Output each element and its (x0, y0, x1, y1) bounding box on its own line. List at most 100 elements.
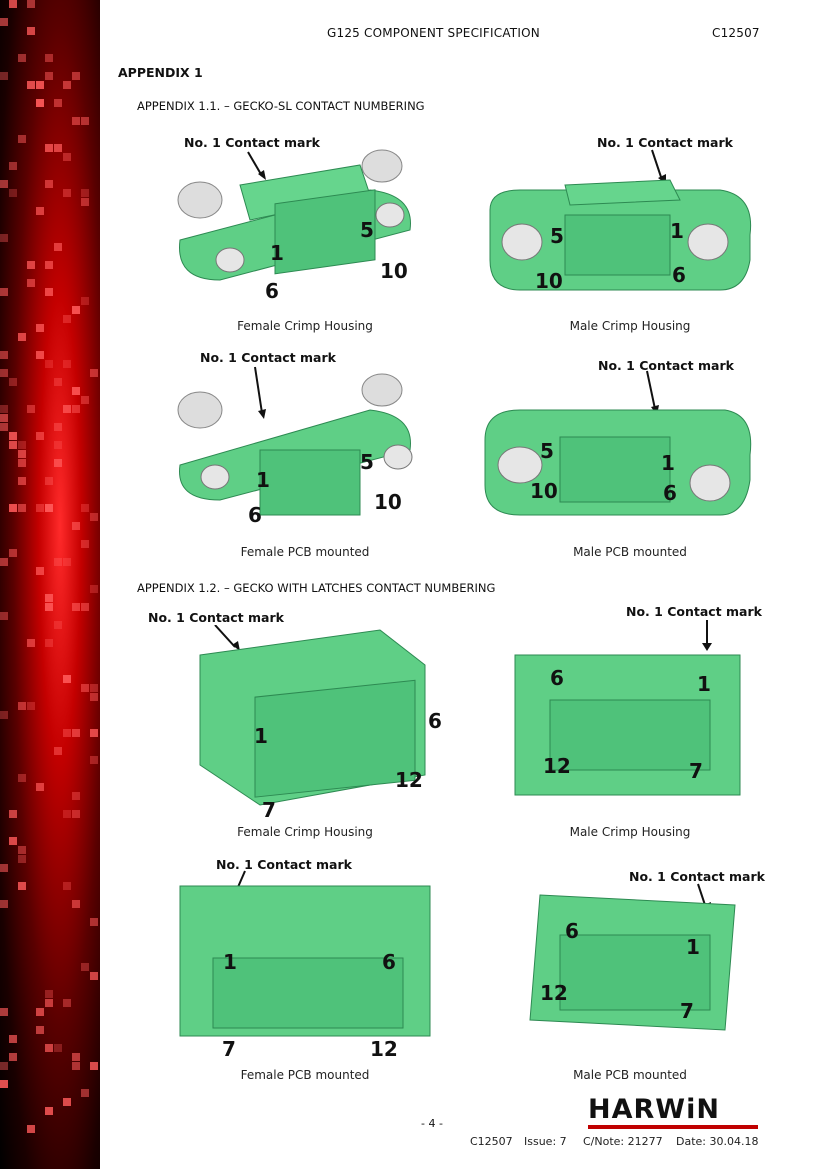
decorative-pixel (0, 711, 8, 719)
decorative-pixel (18, 855, 26, 863)
decorative-pixel (81, 189, 89, 197)
decorative-pixel (54, 144, 62, 152)
decorative-pixel (54, 99, 62, 107)
pin-label: 6 (248, 503, 262, 527)
decorative-pixel (72, 117, 80, 125)
decorative-pixel (9, 837, 17, 845)
pin-label: 1 (270, 241, 284, 265)
decorative-pixel (0, 405, 8, 413)
decorative-pixel (0, 18, 8, 26)
decorative-pixel (63, 153, 71, 161)
decorative-pixel (18, 702, 26, 710)
decorative-pixel (27, 0, 35, 8)
decorative-pixel (81, 117, 89, 125)
decorative-pixel (90, 684, 98, 692)
decorative-pixel (72, 306, 80, 314)
pin-label: 10 (380, 259, 408, 283)
pin-label: 7 (222, 1037, 236, 1061)
decorative-pixel (0, 1008, 8, 1016)
pin-label: 6 (428, 709, 442, 733)
pin-label: 1 (254, 724, 268, 748)
pin-label: 6 (565, 919, 579, 943)
female-pcb-mounted-latch-figure: 1 6 7 12 (175, 868, 440, 1063)
decorative-pixel (9, 0, 17, 8)
pin-label: 7 (262, 798, 276, 822)
decorative-pixel (90, 1062, 98, 1070)
pin-label: 7 (689, 759, 703, 783)
female-crimp-housing-figure: 1 5 6 10 (160, 140, 420, 310)
decorative-pixel (0, 351, 8, 359)
decorative-pixel (36, 504, 44, 512)
decorative-pixel (0, 1062, 8, 1070)
decorative-side-stripe (0, 0, 100, 1169)
decorative-pixel (45, 54, 53, 62)
decorative-pixel (63, 675, 71, 683)
decorative-pixel (81, 684, 89, 692)
pin-label: 6 (382, 950, 396, 974)
decorative-pixel (0, 234, 8, 242)
decorative-pixel (81, 198, 89, 206)
contact-mark-label: No. 1 Contact mark (626, 604, 762, 619)
decorative-pixel (0, 558, 8, 566)
decorative-pixel (27, 81, 35, 89)
pin-label: 6 (550, 666, 564, 690)
appendix-title: APPENDIX 1 (118, 65, 203, 80)
contact-mark-label: No. 1 Contact mark (216, 857, 352, 872)
decorative-pixel (45, 360, 53, 368)
decorative-pixel (45, 999, 53, 1007)
decorative-pixel (0, 288, 8, 296)
male-pcb-mounted-latch-figure: 6 1 12 7 (510, 880, 760, 1055)
document-title: G125 COMPONENT SPECIFICATION (327, 26, 540, 40)
decorative-pixel (72, 729, 80, 737)
decorative-pixel (72, 810, 80, 818)
decorative-pixel (18, 135, 26, 143)
decorative-pixel (36, 81, 44, 89)
decorative-pixel (72, 522, 80, 530)
decorative-pixel (90, 693, 98, 701)
decorative-pixel (9, 1035, 17, 1043)
figure-caption: Female PCB mounted (240, 545, 370, 559)
male-crimp-housing-latch-figure: 6 1 12 7 (505, 615, 750, 805)
decorative-pixel (18, 846, 26, 854)
decorative-pixel (45, 603, 53, 611)
decorative-pixel (18, 441, 26, 449)
contact-mark-label: No. 1 Contact mark (184, 135, 320, 150)
pin-label: 1 (686, 935, 700, 959)
logo-text: HARWiN (588, 1094, 720, 1125)
decorative-pixel (45, 180, 53, 188)
decorative-pixel (72, 1053, 80, 1061)
decorative-pixel (54, 441, 62, 449)
male-pcb-mounted-figure: 5 1 10 6 (475, 365, 765, 535)
logo-bar (588, 1125, 758, 1129)
decorative-pixel (63, 999, 71, 1007)
decorative-pixel (45, 477, 53, 485)
decorative-pixel (36, 432, 44, 440)
pin-label: 10 (530, 479, 558, 503)
pin-label: 10 (535, 269, 563, 293)
contact-mark-label: No. 1 Contact mark (200, 350, 336, 365)
contact-mark-label: No. 1 Contact mark (598, 358, 734, 373)
decorative-pixel (27, 405, 35, 413)
decorative-pixel (18, 333, 26, 341)
page-number: - 4 - (421, 1117, 443, 1130)
decorative-pixel (72, 387, 80, 395)
decorative-pixel (9, 441, 17, 449)
decorative-pixel (63, 315, 71, 323)
pin-label: 12 (395, 768, 423, 792)
harwin-logo: HARWiN (588, 1094, 758, 1129)
decorative-pixel (54, 378, 62, 386)
pin-label: 12 (370, 1037, 398, 1061)
decorative-pixel (54, 243, 62, 251)
pin-label: 5 (550, 224, 564, 248)
decorative-pixel (27, 27, 35, 35)
decorative-pixel (63, 729, 71, 737)
footer-issue: Issue: 7 (524, 1135, 567, 1148)
decorative-pixel (63, 1098, 71, 1106)
male-crimp-housing-figure: 5 1 10 6 (480, 140, 760, 310)
decorative-pixel (45, 288, 53, 296)
decorative-pixel (0, 414, 8, 422)
decorative-pixel (18, 504, 26, 512)
pin-label: 1 (223, 950, 237, 974)
decorative-pixel (63, 810, 71, 818)
decorative-pixel (54, 423, 62, 431)
